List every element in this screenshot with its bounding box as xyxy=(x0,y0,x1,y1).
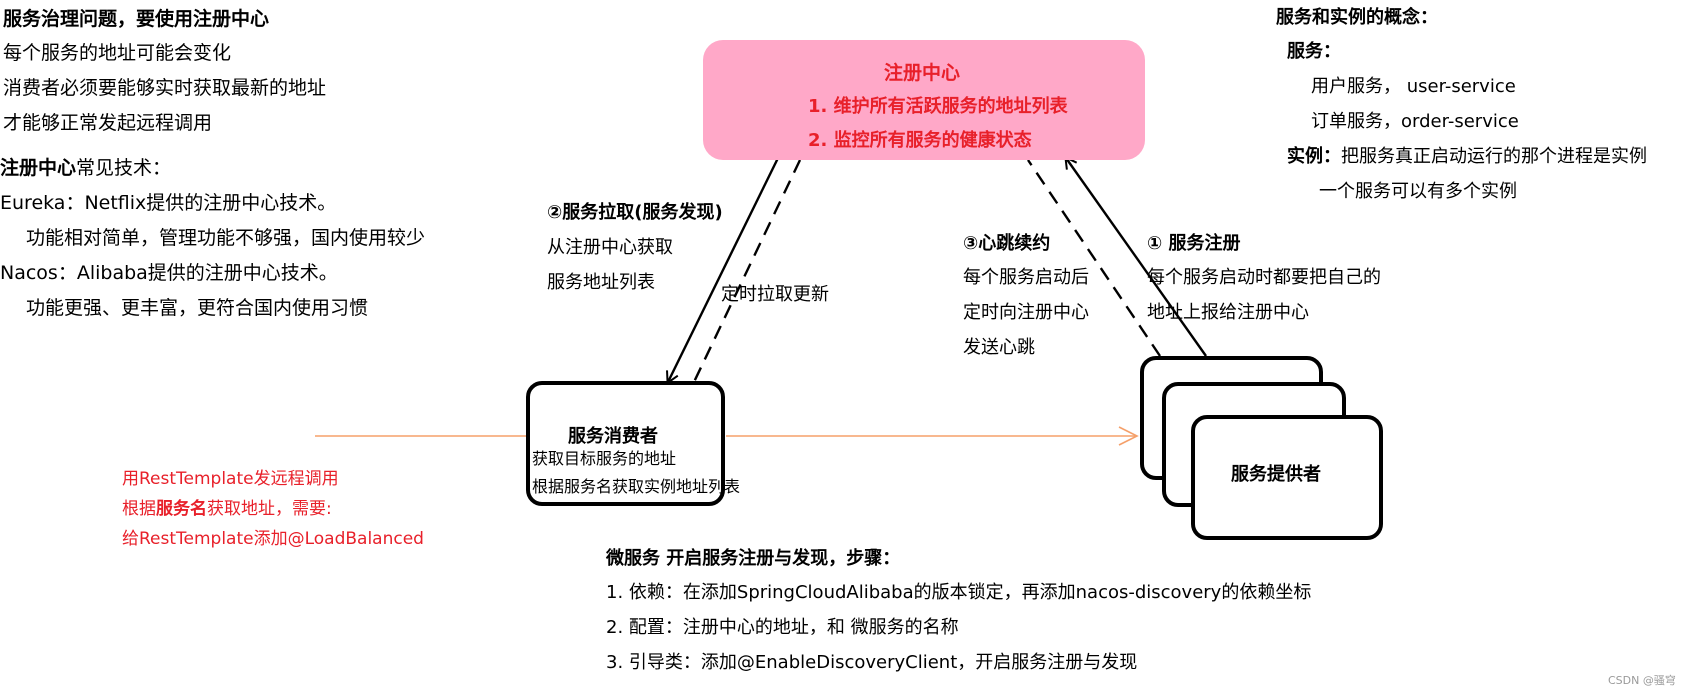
rest-note-line: 用RestTemplate发远程调用 xyxy=(122,469,339,489)
register-title: ① 服务注册 xyxy=(1147,233,1241,254)
tech-title-rest: 常见技术： xyxy=(76,157,172,179)
rest-note-pre: 根据 xyxy=(122,499,156,519)
rest-note-line: 根据服务名获取地址，需要: xyxy=(122,498,332,520)
register-line: 每个服务启动时都要把自己的 xyxy=(1147,267,1381,288)
eureka-note: 功能相对简单，管理功能不够强，国内使用较少 xyxy=(26,227,426,249)
service-provider-box: 服务提供者 xyxy=(1191,415,1383,540)
heartbeat-dashed-line xyxy=(1027,159,1161,357)
instance-desc: 把服务真正启动运行的那个进程是实例 xyxy=(1341,146,1647,167)
pull-line: 从注册中心获取 xyxy=(547,237,673,258)
instance-note: 一个服务可以有多个实例 xyxy=(1319,181,1517,202)
registry-duty-1: 1. 维护所有活跃服务的地址列表 xyxy=(808,96,1068,117)
service-example: 用户服务， user-service xyxy=(1311,76,1516,97)
registry-title: 注册中心 xyxy=(884,62,961,84)
service-example: 订单服务，order-service xyxy=(1311,111,1519,132)
pull-line: 服务地址列表 xyxy=(547,272,655,293)
concepts-title: 服务和实例的概念： xyxy=(1276,7,1438,28)
governance-line: 消费者必须要能够实时获取最新的地址 xyxy=(3,77,327,99)
rest-note-post: 获取地址，需要: xyxy=(207,499,332,519)
tech-title-bold: 注册中心 xyxy=(0,157,77,179)
consumer-title: 服务消费者 xyxy=(568,426,658,447)
pull-arrow xyxy=(668,157,780,382)
timed-pull-dashed-line xyxy=(692,159,802,383)
register-arrow xyxy=(1066,158,1207,357)
heartbeat-line: 发送心跳 xyxy=(963,337,1035,358)
consumer-line: 根据服务名获取实例地址列表 xyxy=(532,477,741,496)
heartbeat-line: 定时向注册中心 xyxy=(963,302,1089,323)
instance-line: 实例：把服务真正启动运行的那个进程是实例 xyxy=(1287,146,1647,168)
registry-center-box: 注册中心 1. 维护所有活跃服务的地址列表 2. 监控所有服务的健康状态 xyxy=(703,40,1145,160)
instance-label: 实例： xyxy=(1287,146,1341,167)
service-label: 服务： xyxy=(1287,41,1341,62)
governance-line: 每个服务的地址可能会变化 xyxy=(3,42,232,64)
pull-title: ②服务拉取(服务发现) xyxy=(547,202,723,223)
nacos-line: Nacos：Alibaba提供的注册中心技术。 xyxy=(0,262,338,284)
step-3: 3. 引导类：添加@EnableDiscoveryClient，开启服务注册与发… xyxy=(606,652,1138,673)
eureka-line: Eureka：Netflix提供的注册中心技术。 xyxy=(0,192,337,214)
heartbeat-line: 每个服务启动后 xyxy=(963,267,1089,288)
governance-title: 服务治理问题，要使用注册中心 xyxy=(3,8,270,30)
consumer-line: 获取目标服务的地址 xyxy=(532,449,677,468)
tech-title: 注册中心常见技术： xyxy=(0,156,171,180)
registry-duty-2: 2. 监控所有服务的健康状态 xyxy=(808,130,1032,151)
rest-note-bold: 服务名 xyxy=(156,499,207,519)
rest-note-line: 给RestTemplate添加@LoadBalanced xyxy=(122,529,424,549)
provider-title: 服务提供者 xyxy=(1231,464,1321,485)
heartbeat-title: ③心跳续约 xyxy=(963,233,1051,254)
register-line: 地址上报给注册中心 xyxy=(1147,302,1309,323)
steps-title: 微服务 开启服务注册与发现，步骤： xyxy=(606,548,901,569)
service-consumer-box: 服务消费者 xyxy=(526,381,725,506)
nacos-note: 功能更强、更丰富，更符合国内使用习惯 xyxy=(26,297,369,319)
step-1: 1. 依赖：在添加SpringCloudAlibaba的版本锁定，再添加naco… xyxy=(606,582,1312,603)
watermark: CSDN @骚穹 xyxy=(1608,674,1676,687)
governance-line: 才能够正常发起远程调用 xyxy=(3,112,213,134)
step-2: 2. 配置：注册中心的地址，和 微服务的名称 xyxy=(606,617,959,638)
timed-pull-label: 定时拉取更新 xyxy=(721,284,829,305)
